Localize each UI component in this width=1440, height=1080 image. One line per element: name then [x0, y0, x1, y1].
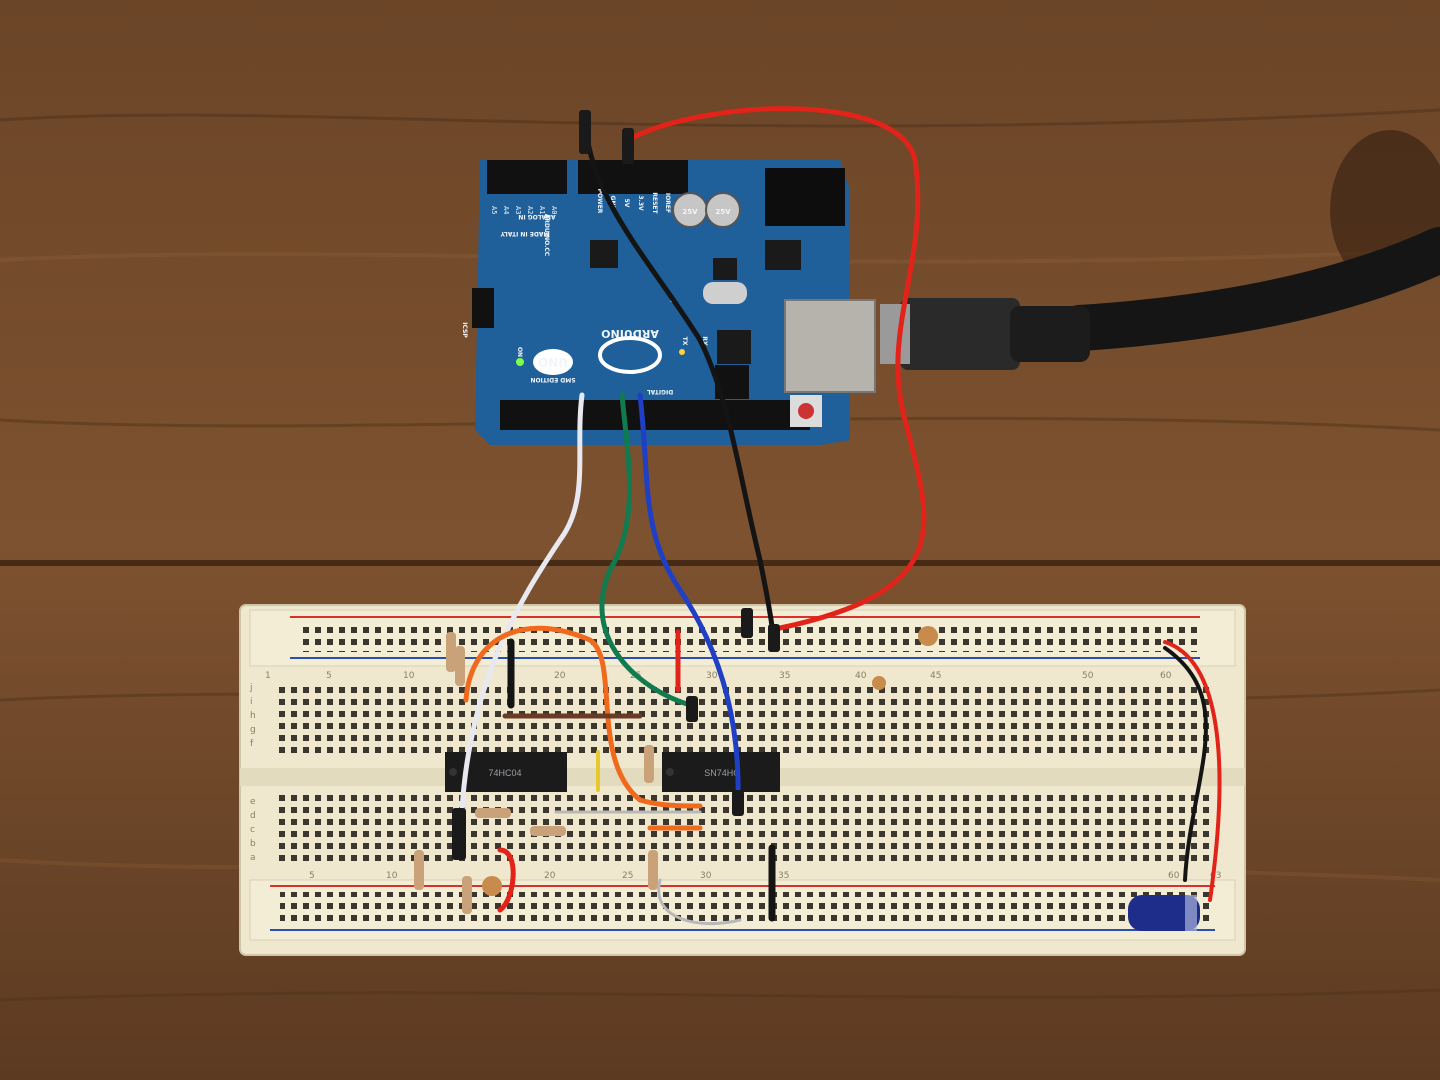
board-made-in-label: MADE IN ITALY — [500, 230, 550, 237]
analog-pin-a5: A5 — [490, 206, 498, 214]
col-num-top-1: 1 — [265, 671, 271, 681]
col-num-bot-30: 30 — [700, 871, 712, 881]
col-num-bot-35: 35 — [778, 871, 789, 881]
col-num-bot-25: 25 — [622, 871, 633, 881]
chip-right-label: SN74HC — [704, 768, 740, 778]
analog-pin-a0: A0 — [550, 206, 558, 214]
col-num-bot-60: 60 — [1168, 871, 1180, 881]
wire-plug-ends — [452, 110, 780, 860]
col-num-top-50: 50 — [1082, 671, 1094, 681]
board-power-label: POWER — [596, 189, 603, 214]
board-tx-label: TX — [681, 337, 688, 346]
board-edition-label: SMD EDITION — [530, 376, 575, 383]
wire-silver-loop — [657, 878, 742, 926]
board-site-label: ARDUINO.CC — [543, 214, 550, 257]
wire-red-power — [625, 106, 927, 631]
wire-red-rail — [1163, 640, 1222, 902]
wire-red-bottom — [497, 847, 516, 913]
row-letter-b: b — [250, 839, 256, 849]
wire-green-signal — [599, 392, 693, 708]
board-model-label: UNO — [538, 355, 568, 369]
board-rx-label: RX — [701, 336, 708, 346]
col-num-bot-10: 10 — [386, 871, 398, 881]
col-num-top-40: 40 — [855, 671, 867, 681]
col-num-top-5: 5 — [326, 671, 332, 681]
row-letter-h: h — [250, 711, 256, 721]
row-letters: j i h g f e d c b a — [249, 683, 256, 863]
analog-pin-a2: A2 — [526, 206, 534, 214]
row-letter-f: f — [250, 739, 254, 749]
col-num-top-45: 45 — [930, 671, 941, 681]
wire-black-ground — [582, 117, 777, 643]
analog-pin-labels: A0 A1 A2 A3 A4 A5 — [490, 206, 558, 214]
board-analog-in-label: ANALOG IN — [518, 213, 555, 220]
row-letter-g: g — [250, 725, 256, 735]
board-icsp-label: ICSP — [461, 322, 468, 338]
board-5v-label: 5V — [623, 199, 630, 208]
wire-black-rail — [1163, 646, 1208, 882]
row-letter-e: e — [250, 797, 256, 807]
jumper-wires — [459, 106, 1222, 926]
wire-blue-signal — [637, 392, 741, 803]
analog-pin-a4: A4 — [502, 206, 510, 214]
col-num-bot-63: 63 — [1210, 871, 1221, 881]
cap-label-2: 25V — [715, 208, 731, 216]
board-3v3-label: 3.3V — [637, 195, 644, 211]
col-num-top-10: 10 — [403, 671, 415, 681]
col-num-bot-5: 5 — [309, 871, 315, 881]
chip-left-label: 74HC04 — [488, 768, 521, 778]
board-on-label: ON — [516, 347, 523, 357]
row-letter-d: d — [250, 811, 256, 821]
row-letter-j: j — [249, 683, 253, 693]
bottom-column-numbers: 5 10 20 25 30 35 60 63 — [309, 871, 1221, 881]
electrolytic-capacitor — [1128, 895, 1200, 931]
ceramic-capacitors — [482, 626, 938, 896]
col-num-top-35: 35 — [779, 671, 790, 681]
cap-label-1: 25V — [682, 208, 698, 216]
ic-chip-right: SN74HC — [662, 752, 780, 792]
wire-white-signal — [459, 392, 585, 813]
col-num-bot-20: 20 — [544, 871, 556, 881]
row-letter-c: c — [250, 825, 255, 835]
analog-pin-a1: A1 — [538, 206, 546, 214]
analog-pin-a3: A3 — [514, 206, 522, 214]
board-digital-label: DIGITAL — [647, 388, 674, 395]
col-num-top-20: 20 — [554, 671, 566, 681]
col-num-top-60: 60 — [1160, 671, 1172, 681]
arduino-board: UNO ARDUINO SMD EDITION ARDUINO.CC MADE … — [461, 160, 876, 445]
col-num-top-30: 30 — [706, 671, 718, 681]
board-brand-label: ARDUINO — [601, 327, 659, 340]
board-reset-label: RESET — [651, 192, 658, 214]
board-ioref-label: IOREF — [664, 193, 671, 213]
row-letter-a: a — [250, 853, 256, 863]
resistors — [414, 632, 658, 914]
wire-orange-1 — [463, 625, 703, 809]
row-letter-i: i — [250, 697, 253, 707]
